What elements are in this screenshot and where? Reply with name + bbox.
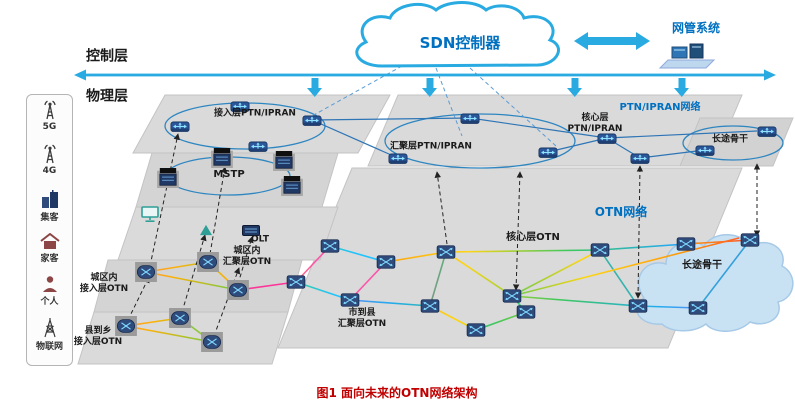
otn-node-icon (436, 245, 456, 259)
sidebar-item-label: 家客 (40, 254, 59, 264)
sidebar-item-label: 集客 (40, 213, 59, 223)
down-arrow-icon (567, 78, 582, 97)
otn-node-icon (516, 305, 536, 319)
control-bar (74, 69, 776, 81)
ptn-router-icon (630, 153, 650, 165)
otn-node-icon (688, 301, 708, 315)
down-arrow-icon (307, 78, 322, 97)
mstp-node-icon (273, 151, 295, 171)
plane-olt (117, 206, 339, 261)
otn-node-icon (590, 243, 610, 257)
mstp-node-icon (281, 176, 303, 196)
tower-icon (43, 317, 56, 338)
sidebar-item-iot: 物联网 (27, 317, 72, 352)
control-down-arrows (307, 78, 689, 97)
otn-access-node-icon (201, 332, 223, 352)
otn-access-node-icon (169, 308, 191, 328)
house-icon (39, 233, 60, 249)
down-arrow-icon (422, 78, 437, 97)
ptn-router-icon (695, 145, 715, 157)
ptn-router-icon (597, 133, 617, 145)
otn-node-icon (286, 275, 306, 289)
sdn-controller-cloud (355, 1, 560, 68)
sidebar-item-label: 物联网 (35, 342, 63, 352)
double-arrow-icon (574, 32, 650, 50)
sidebar-item-label: 4G (42, 166, 57, 176)
down-arrow-icon (674, 78, 689, 97)
mstp-node-icon (157, 168, 179, 188)
sidebar-item-business: 集客 (27, 189, 72, 223)
ptn-backbone-ring (682, 125, 784, 161)
otn-node-icon (502, 289, 522, 303)
ptn-router-icon (538, 147, 558, 159)
mstp-node-icon (211, 148, 233, 168)
sidebar-item-5g: 5G (27, 99, 72, 132)
nms-icon (658, 43, 716, 69)
antenna-4g-icon (43, 144, 56, 164)
otn-node-icon (340, 293, 360, 307)
ptn-aggregation-ring (384, 113, 576, 169)
sidebar-item-home: 家客 (27, 233, 72, 264)
otn-access-node-icon (227, 280, 249, 300)
sidebar-item-personal: 个人 (27, 275, 72, 307)
ptn-router-icon (248, 141, 268, 153)
antenna-5g-icon (43, 100, 56, 120)
ptn-router-icon (170, 121, 190, 133)
inter-layer-arrows (127, 133, 761, 337)
ptn-router-icon (230, 101, 250, 113)
otn-node-icon (376, 255, 396, 269)
ptn-router-icon (388, 153, 408, 165)
building-icon (41, 190, 58, 208)
otn-node-icon (466, 323, 486, 337)
olt-device-icon (242, 225, 260, 236)
otn-access-node-icon (197, 252, 219, 272)
person-icon (42, 276, 57, 292)
ptn-router-icon (302, 115, 322, 127)
sidebar-item-4g: 4G (27, 143, 72, 176)
sidebar-item-label: 个人 (40, 297, 59, 307)
user-access-sidebar: 5G 4G 集客 家客 个人 (26, 94, 73, 366)
otn-access-node-icon (115, 316, 137, 336)
otn-node-icon (320, 239, 340, 253)
otn-access-node-icon (135, 262, 157, 282)
ptn-router-icon (757, 126, 777, 138)
otn-node-icon (740, 233, 760, 247)
sidebar-item-label: 5G (42, 122, 57, 132)
otn-node-icon (628, 299, 648, 313)
otn-node-icon (420, 299, 440, 313)
ptn-router-icon (460, 113, 480, 125)
plane-ptn-backbone (679, 117, 794, 167)
otn-node-icon (676, 237, 696, 251)
